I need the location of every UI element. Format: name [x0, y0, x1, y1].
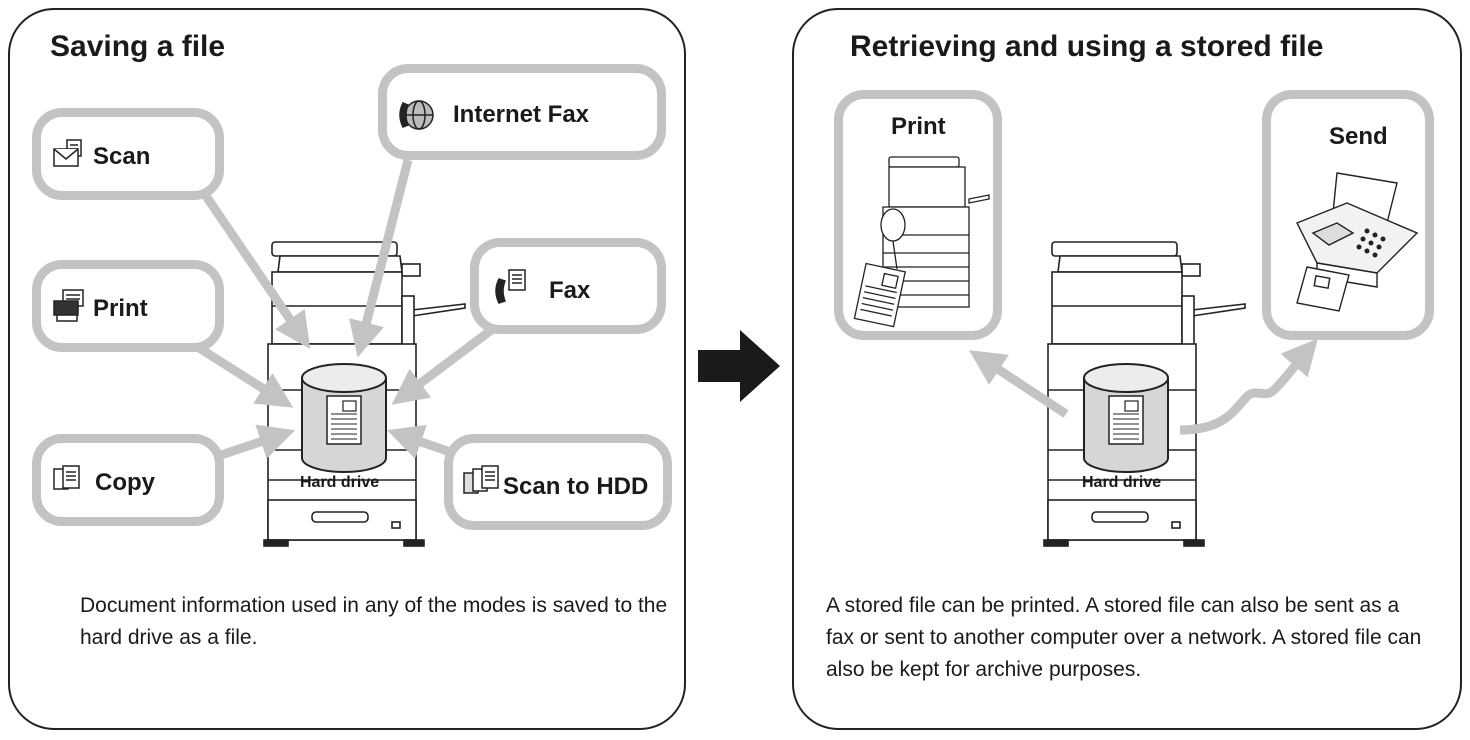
print-mode-box: Print	[32, 260, 224, 352]
fax-mode-box: Fax	[470, 238, 666, 334]
print-label: Print	[93, 295, 148, 322]
panel-title: Saving a file	[50, 30, 226, 63]
scan-envelope-icon	[53, 139, 82, 167]
copier-illustration	[1043, 241, 1246, 547]
retrieving-description: A stored file can be printed. A stored f…	[826, 594, 1422, 681]
hard-drive-label: Hard drive	[1082, 474, 1162, 491]
fax-machine-icon	[1296, 172, 1419, 312]
scan-to-hdd-icon	[463, 465, 499, 494]
scan-to-hdd-label: Scan to HDD	[503, 473, 649, 500]
arrow-internet-fax	[349, 158, 413, 358]
scan-label: Scan	[93, 143, 151, 170]
copy-mode-box: Copy	[32, 434, 224, 526]
fax-phone-icon	[495, 269, 526, 304]
scan-mode-box: Scan	[32, 108, 224, 200]
right-arrow-icon	[698, 330, 780, 402]
saving-panel: Saving a file	[8, 8, 686, 730]
arrow-to-print	[968, 350, 1069, 418]
print-output-box: Print	[834, 90, 1002, 340]
scan-to-hdd-mode-box: Scan to HDD	[444, 434, 672, 530]
copy-label: Copy	[95, 469, 155, 496]
arrow-to-send	[1179, 338, 1318, 435]
saving-description: Document information used in any of the …	[80, 594, 668, 649]
internet-fax-mode-box: Internet Fax	[378, 64, 666, 160]
retrieving-panel: Retrieving and using a stored file Print	[792, 8, 1462, 730]
print-output-label: Print	[891, 113, 946, 140]
send-label: Send	[1329, 123, 1388, 150]
send-box: Send	[1262, 90, 1434, 340]
internet-fax-label: Internet Fax	[453, 101, 590, 128]
arrow-print	[193, 342, 294, 408]
printer-icon	[53, 289, 84, 322]
hard-drive-label: Hard drive	[300, 474, 380, 491]
globe-phone-icon	[399, 100, 434, 130]
fax-label: Fax	[549, 277, 591, 304]
panel-title: Retrieving and using a stored file	[850, 30, 1324, 63]
arrow-fax	[391, 324, 497, 405]
arrow-scan	[202, 193, 311, 349]
output-arrows	[968, 338, 1318, 435]
printer-output-icon	[853, 156, 990, 328]
copy-pages-icon	[53, 465, 80, 490]
